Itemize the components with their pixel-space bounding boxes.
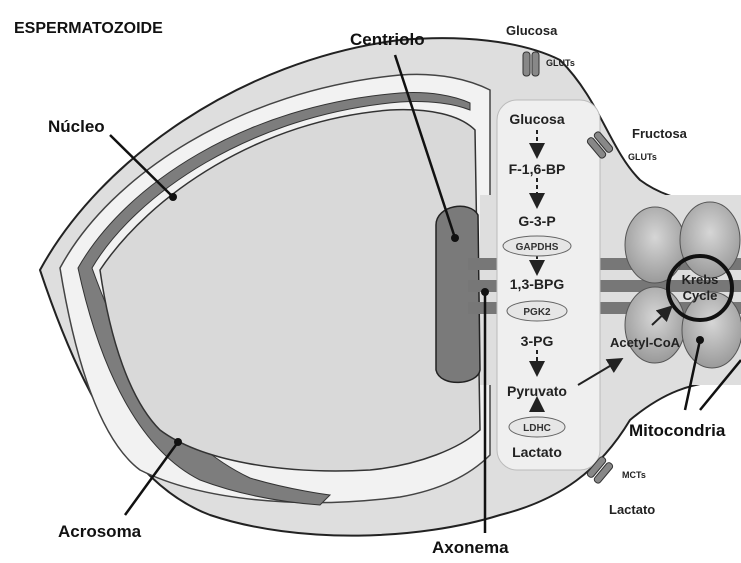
pathway-step-lactato: Lactato [512, 444, 562, 460]
diagram-title: ESPERMATOZOIDE [14, 20, 163, 37]
label-centriolo: Centriolo [350, 30, 425, 49]
mitochondrion-3 [625, 287, 685, 363]
pathway-step-13bpg: 1,3-BPG [510, 276, 565, 292]
label-gluts-top: GLUTs [546, 58, 575, 68]
pathway-step-pyruvato: Pyruvato [507, 383, 567, 399]
krebs-label-1: Krebs [682, 272, 719, 287]
pathway-step-g3p: G-3-P [518, 213, 555, 229]
label-mitocondria: Mitocondria [629, 421, 726, 440]
leader-dot-axonema [481, 288, 489, 296]
enzyme-ldhc: LDHC [523, 423, 551, 434]
pathway-step-glucosa: Glucosa [509, 111, 564, 127]
label-lactato-outside: Lactato [609, 502, 655, 517]
acetyl-coa-label: Acetyl-CoA [610, 335, 681, 350]
enzyme-pgk2: PGK2 [523, 307, 551, 318]
mitochondrion-4 [682, 292, 741, 368]
centriole-shape [436, 206, 480, 382]
leader-dot-nucleo [169, 193, 177, 201]
leader-dot-mitocondria-1 [696, 336, 704, 344]
label-fructosa: Fructosa [632, 126, 688, 141]
krebs-label-2: Cycle [683, 288, 718, 303]
leader-dot-acrosoma [174, 438, 182, 446]
leader-dot-centriolo [451, 234, 459, 242]
label-axonema: Axonema [432, 538, 509, 557]
enzyme-gapdhs: GAPDHS [516, 242, 559, 253]
label-nucleo: Núcleo [48, 117, 105, 136]
mitochondrion-2 [680, 202, 740, 278]
label-mcts: MCTs [622, 470, 646, 480]
pathway-step-3pg: 3-PG [521, 333, 554, 349]
mitochondrion-1 [625, 207, 685, 283]
pathway-step-f16bp: F-1,6-BP [509, 161, 566, 177]
label-gluts-right: GLUTs [628, 152, 657, 162]
label-glucosa-outside: Glucosa [506, 23, 558, 38]
label-acrosoma: Acrosoma [58, 522, 142, 541]
